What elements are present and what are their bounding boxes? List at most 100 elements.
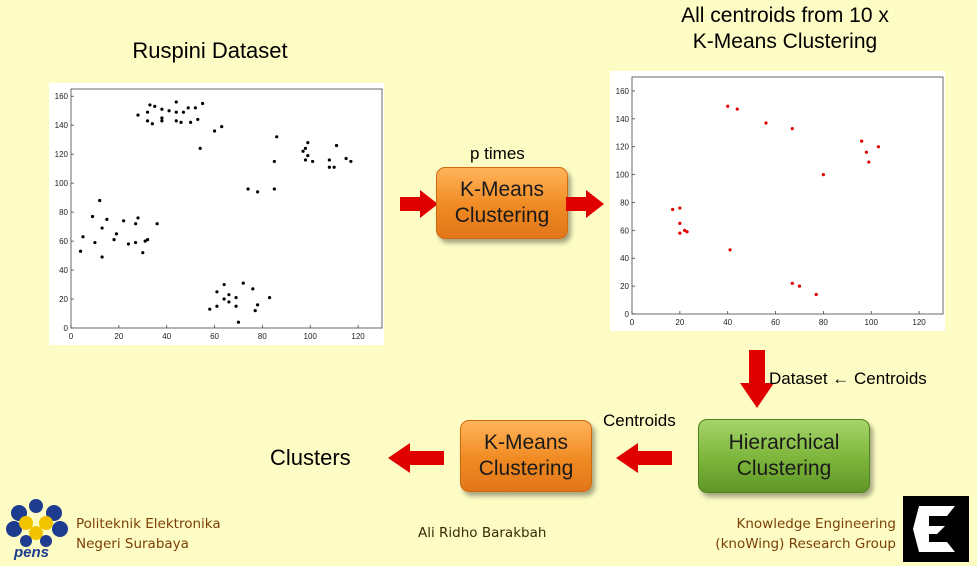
data-point [306, 154, 310, 158]
y-tick-label: 20 [59, 295, 68, 304]
y-tick-label: 120 [55, 150, 69, 159]
data-point [133, 240, 138, 245]
data-point [208, 307, 212, 311]
data-point [200, 101, 205, 106]
data-point [735, 107, 739, 111]
data-point [212, 129, 217, 133]
data-point [678, 206, 682, 210]
data-point [155, 222, 159, 226]
y-tick-label: 140 [55, 121, 69, 130]
hierarchical-line1: Hierarchical [728, 431, 840, 454]
pens-logo-icon [6, 499, 68, 547]
data-point [189, 120, 193, 124]
knowing-logo-icon [903, 496, 969, 562]
group-line2: (knoWing) Research Group [715, 536, 896, 552]
data-point [160, 119, 164, 123]
x-tick-label: 80 [258, 332, 267, 341]
data-point [876, 145, 881, 149]
data-point [764, 121, 768, 125]
centroids-label: Centroids [603, 411, 676, 430]
data-point [306, 140, 310, 145]
hierarchical-line2: Clustering [736, 457, 832, 480]
data-point [186, 106, 190, 110]
data-point [227, 293, 231, 297]
data-point [145, 238, 150, 242]
y-tick-label: 40 [59, 266, 68, 275]
data-point [78, 249, 83, 253]
data-point [814, 292, 818, 297]
arrow-right-icon [566, 190, 604, 218]
y-tick-label: 80 [620, 198, 629, 207]
data-point [198, 146, 202, 150]
x-tick-label: 0 [69, 332, 74, 341]
right-title-line2: K-Means Clustering [692, 30, 878, 53]
data-point [196, 117, 200, 122]
x-tick-label: 40 [162, 332, 171, 341]
data-point [797, 284, 802, 288]
x-tick-label: 120 [351, 332, 365, 341]
data-point [227, 300, 231, 304]
data-point [234, 295, 238, 300]
data-point [174, 119, 178, 123]
data-point [98, 198, 102, 203]
y-tick-label: 160 [616, 87, 630, 96]
y-tick-label: 0 [625, 310, 630, 319]
data-point [179, 120, 183, 124]
arrow-left-icon [388, 443, 444, 473]
group-line1: Knowledge Engineering [736, 516, 896, 532]
data-point [256, 303, 260, 307]
data-point [821, 172, 825, 177]
data-point [241, 281, 245, 285]
data-point [153, 104, 157, 108]
arrow-right-icon [400, 190, 438, 218]
data-point [327, 165, 331, 169]
x-tick-label: 100 [865, 318, 879, 327]
data-point [267, 295, 272, 300]
author-name: Ali Ridho Barakbah [418, 525, 547, 541]
kmeans-top-line1: K-Means [459, 178, 545, 201]
x-tick-label: 60 [771, 318, 780, 327]
y-tick-label: 60 [59, 237, 68, 246]
arrow-left-icon [616, 443, 672, 473]
data-point [327, 158, 331, 162]
plot-frame [70, 88, 383, 329]
data-point [349, 159, 353, 164]
y-tick-label: 80 [59, 208, 68, 217]
institution-line2: Negeri Surabaya [76, 536, 189, 552]
data-point [141, 251, 145, 255]
data-point [683, 228, 687, 232]
data-point [136, 216, 140, 220]
data-point [790, 281, 794, 285]
data-point [160, 116, 164, 120]
data-point [275, 135, 279, 139]
data-point [122, 219, 126, 223]
data-point [100, 226, 104, 230]
y-tick-label: 140 [616, 115, 630, 124]
kmeans-bottom-line1: K-Means [483, 431, 569, 454]
data-point [90, 214, 95, 219]
clusters-label: Clusters [270, 445, 351, 470]
data-point [246, 187, 250, 191]
data-point [143, 239, 147, 243]
data-point [272, 187, 276, 191]
x-tick-label: 60 [210, 332, 219, 341]
data-point [193, 106, 197, 110]
data-point [272, 159, 276, 164]
y-tick-label: 120 [616, 143, 630, 152]
institution-line1: Politeknik Elektronika [76, 516, 221, 532]
data-point [867, 160, 871, 164]
data-point [181, 110, 186, 114]
data-point [726, 104, 730, 108]
data-point [251, 287, 255, 291]
y-tick-label: 100 [55, 179, 69, 188]
data-point [311, 159, 315, 164]
x-tick-label: 20 [114, 332, 123, 341]
data-point [174, 100, 178, 104]
data-point [234, 304, 238, 308]
data-point [790, 126, 794, 131]
data-point [148, 103, 152, 107]
data-point [145, 119, 150, 123]
kmeans-clustering-box-top: K-Means Clustering [436, 167, 568, 239]
